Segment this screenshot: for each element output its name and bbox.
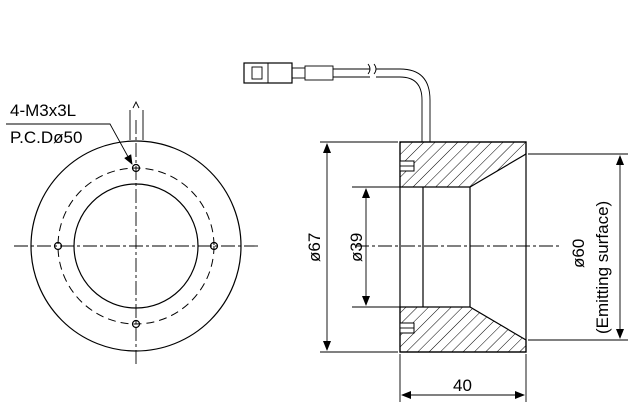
hole-callout-leader	[6, 123, 133, 165]
cable-bend-outer	[376, 68, 431, 142]
mounting-hole-right	[209, 241, 219, 251]
mounting-hole-bottom	[131, 319, 141, 329]
inner-diameter-label: ø39	[347, 233, 366, 262]
emitting-diameter-label: ø60	[569, 239, 588, 268]
front-cable-break-mark	[132, 100, 140, 109]
mounting-hole-top	[131, 163, 141, 173]
front-view: 4-M3x3L P.C.Dø50	[6, 100, 258, 366]
connector-tab	[251, 66, 263, 80]
hole-spec-label: 4-M3x3L	[10, 101, 76, 120]
pcd-label: P.C.Dø50	[10, 128, 82, 147]
outer-diameter-label: ø67	[305, 233, 324, 262]
connector-boot	[304, 65, 334, 81]
cable-bend-inner	[376, 76, 423, 142]
upper-hatched-section	[399, 141, 527, 188]
emitting-surface-label: (Emitting surface)	[593, 201, 612, 334]
mounting-hole-left	[53, 241, 63, 251]
length-label: 40	[453, 376, 472, 395]
lower-hatched-section	[399, 306, 527, 353]
side-view: ø67 ø39 ø60 (Emitting surface) 40	[243, 62, 628, 402]
